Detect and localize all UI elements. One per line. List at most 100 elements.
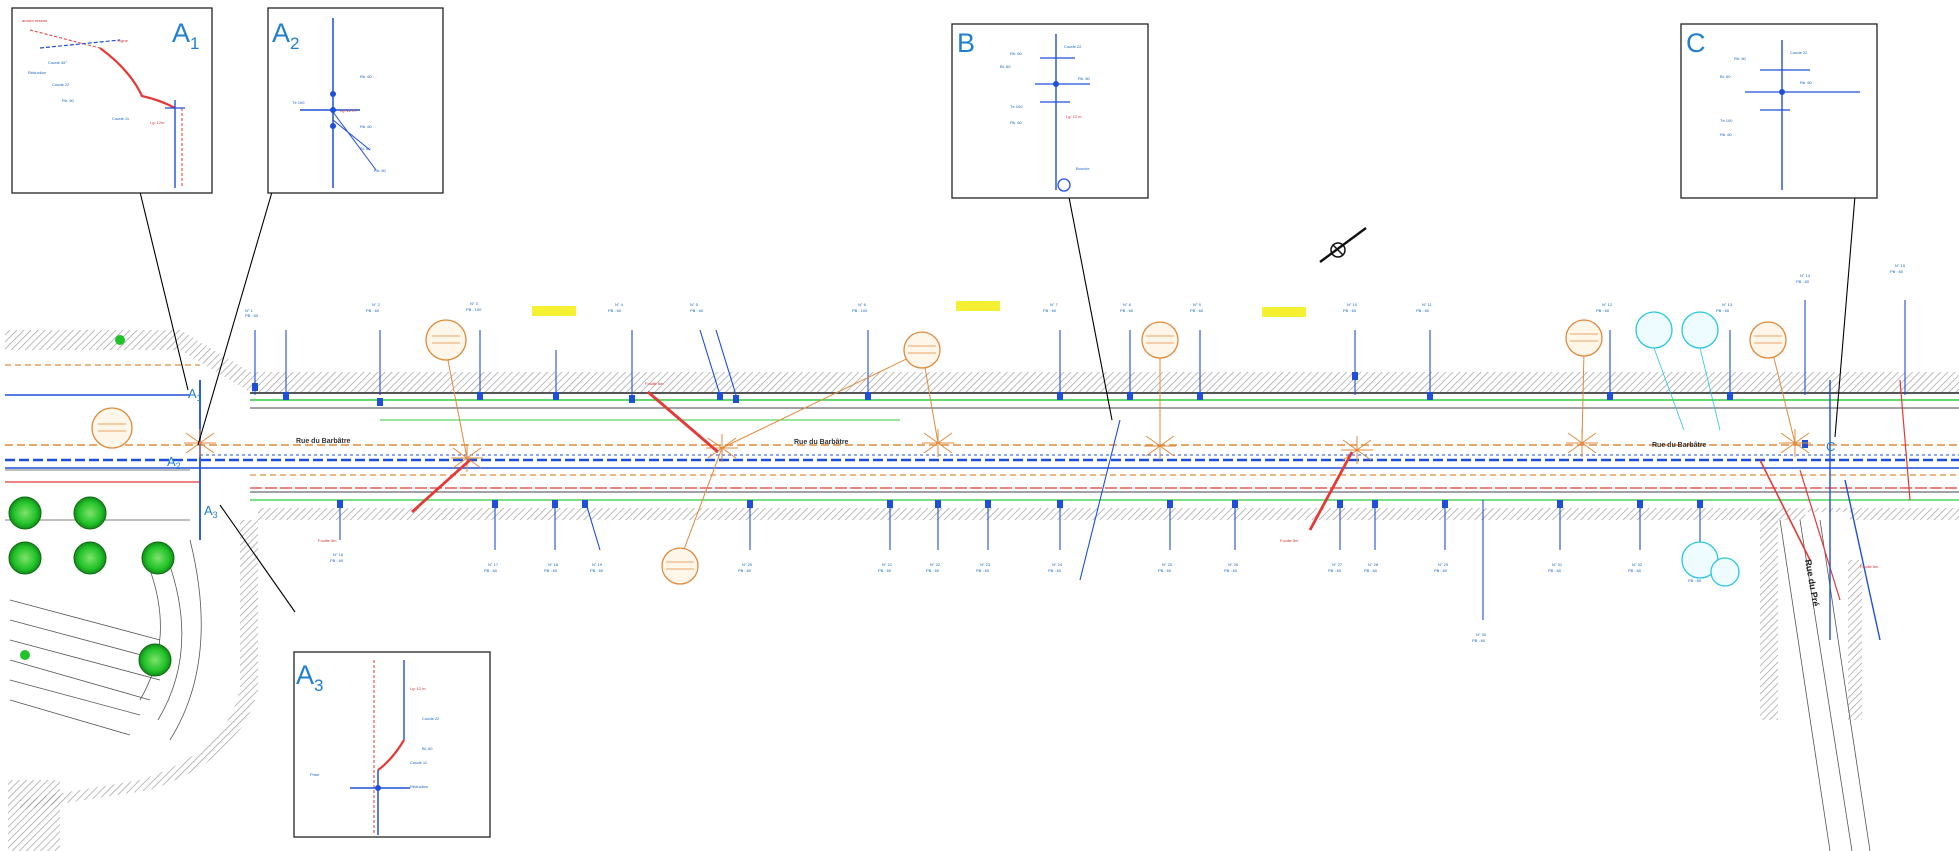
svg-text:Coude 11: Coude 11	[112, 116, 130, 121]
svg-text:PB : 60: PB : 60	[608, 308, 622, 313]
svg-text:PB : 60: PB : 60	[544, 568, 558, 573]
svg-text:Rb. 60: Rb. 60	[62, 98, 75, 103]
svg-text:N° 10: N° 10	[1347, 302, 1358, 307]
left-hatch-curve	[20, 520, 258, 810]
tree	[73, 541, 107, 575]
svg-text:N° 14: N° 14	[1800, 273, 1811, 278]
svg-text:N° 9: N° 9	[1193, 302, 1202, 307]
tree	[73, 496, 107, 530]
svg-text:Réduction: Réduction	[410, 784, 428, 789]
svg-text:N° 23: N° 23	[980, 562, 991, 567]
svg-text:N° 18: N° 18	[548, 562, 559, 567]
svg-text:Rb. 60: Rb. 60	[1010, 51, 1023, 56]
station-markers	[252, 372, 1808, 508]
svg-text:Rb. 60: Rb. 60	[360, 74, 373, 79]
svg-text:Coude 22: Coude 22	[52, 82, 70, 87]
orange-circle-lines	[98, 333, 1782, 570]
svg-text:PB : 60: PB : 60	[1596, 308, 1610, 313]
svg-text:N° 29: N° 29	[1438, 562, 1449, 567]
svg-text:N° 4: N° 4	[615, 302, 624, 307]
inset-b-label: B	[957, 28, 975, 58]
north-arrow-icon	[1319, 227, 1367, 263]
svg-text:PB : 60: PB : 60	[1890, 269, 1904, 274]
svg-text:Fouille 5m: Fouille 5m	[1860, 564, 1879, 569]
yellow-tags	[532, 301, 1306, 317]
svg-text:PB : 60: PB : 60	[690, 308, 704, 313]
svg-text:N° 2: N° 2	[372, 302, 381, 307]
svg-text:Rb. 60: Rb. 60	[1720, 132, 1733, 137]
ref-circle	[1565, 319, 1603, 357]
svg-text:PB : 60: PB : 60	[1190, 308, 1204, 313]
svg-text:N° 20: N° 20	[742, 562, 753, 567]
svg-text:Rb. 60: Rb. 60	[1734, 56, 1747, 61]
svg-text:PB : 60: PB : 60	[738, 568, 752, 573]
svg-text:N° 27: N° 27	[1332, 562, 1343, 567]
cyan-circles	[1635, 311, 1740, 587]
svg-text:PB : 60: PB : 60	[1364, 568, 1378, 573]
callout-text-blocks: N° 1PB : 60 N° 2PB : 60 N° 3PB : 100 N° …	[245, 263, 1906, 643]
svg-text:N° 24: N° 24	[1052, 562, 1063, 567]
right-hatch-band-2	[1848, 560, 1862, 720]
ref-circle	[1749, 321, 1787, 359]
svg-text:N° 5: N° 5	[690, 302, 699, 307]
plan-marker-a2: A2	[167, 454, 181, 471]
svg-text:PB : 60: PB : 60	[484, 568, 498, 573]
svg-text:PB : 100: PB : 100	[852, 308, 868, 313]
svg-text:N° 13: N° 13	[1722, 302, 1733, 307]
svg-text:Ligne: Ligne	[118, 38, 129, 43]
trees	[8, 335, 175, 677]
svg-text:N° 30: N° 30	[1476, 632, 1487, 637]
svg-text:Lg: 12m: Lg: 12m	[150, 120, 165, 125]
svg-text:PB : 60: PB : 60	[1120, 308, 1134, 313]
ref-circle	[903, 331, 941, 369]
svg-text:N° 15: N° 15	[1895, 263, 1906, 268]
svg-text:N° 19: N° 19	[592, 562, 603, 567]
svg-text:PB : 60: PB : 60	[1472, 638, 1486, 643]
svg-text:Fouille 5m: Fouille 5m	[1280, 538, 1299, 543]
ref-circle	[91, 407, 133, 449]
tree	[138, 643, 172, 677]
upper-hatch-band	[5, 330, 1959, 392]
side-street-label: Rue du Pré	[1803, 559, 1821, 608]
lower-hatch-band	[258, 508, 1959, 520]
svg-text:Bt. 60: Bt. 60	[360, 146, 371, 151]
svg-text:N° 11: N° 11	[1422, 302, 1433, 307]
svg-text:N° 3: N° 3	[470, 301, 479, 306]
inset-c-label: C	[1686, 28, 1706, 58]
bottom-left-hatch	[8, 780, 60, 851]
svg-text:Té 100: Té 100	[1010, 104, 1023, 109]
svg-text:PB : 60: PB : 60	[1158, 568, 1172, 573]
street-label: Rue du Barbâtre	[296, 438, 351, 445]
svg-text:PB : 60: PB : 60	[976, 568, 990, 573]
svg-text:N° 12: N° 12	[1602, 302, 1613, 307]
svg-text:N° 17: N° 17	[488, 562, 499, 567]
svg-text:Coude 22: Coude 22	[1790, 50, 1808, 55]
svg-text:Lg: 12 m: Lg: 12 m	[410, 686, 426, 691]
svg-text:PB : 60: PB : 60	[1688, 578, 1702, 583]
svg-text:Coude 45°: Coude 45°	[48, 60, 67, 65]
svg-text:PB : 60: PB : 60	[1434, 568, 1448, 573]
svg-text:N° 28: N° 28	[1368, 562, 1379, 567]
street-label: Rue du Barbâtre	[1652, 442, 1707, 449]
svg-text:PB : 60: PB : 60	[590, 568, 604, 573]
svg-text:ancien réseau: ancien réseau	[22, 18, 47, 23]
tree	[20, 650, 30, 660]
svg-text:N° 16: N° 16	[333, 552, 344, 557]
svg-text:Bouche: Bouche	[1076, 166, 1090, 171]
plan-marker-c: C	[1826, 439, 1835, 454]
street-label: Rue du Barbâtre	[794, 439, 849, 446]
ref-circle	[1710, 557, 1740, 587]
svg-text:PB : 60: PB : 60	[1416, 308, 1430, 313]
ref-circle	[661, 547, 699, 585]
svg-text:N° 31: N° 31	[1552, 562, 1563, 567]
svg-text:PB : 60: PB : 60	[1796, 279, 1810, 284]
inset-a1-label: A1	[172, 18, 199, 53]
svg-text:Fouille 6m: Fouille 6m	[645, 381, 664, 386]
svg-text:Fouille 4m: Fouille 4m	[318, 538, 337, 543]
svg-text:N° 26: N° 26	[1228, 562, 1239, 567]
